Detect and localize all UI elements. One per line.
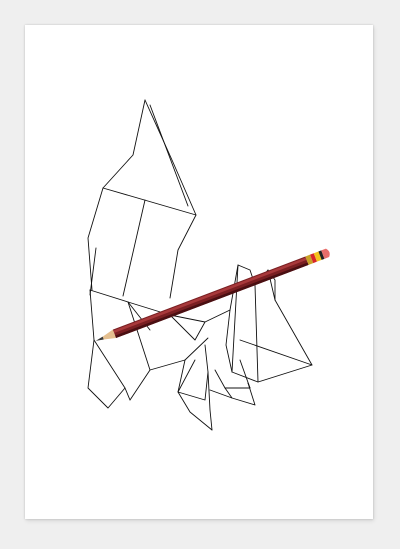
- pencil-ferrule-band: [318, 250, 325, 260]
- pencil-sharpened-wood: [97, 329, 116, 341]
- pencil-ferrule-red: [310, 253, 317, 264]
- pencil-highlight: [113, 257, 307, 334]
- squirrel-tail: [87, 99, 197, 299]
- origami-squirrel: [87, 99, 313, 431]
- pencil-lead-tip: [95, 336, 104, 341]
- squirrel-front-legs: [209, 359, 256, 406]
- paper-sheet: [25, 25, 373, 519]
- pencil-eraser: [321, 248, 330, 259]
- pencil-ferrule-yellow: [313, 251, 322, 262]
- pencil-ferrule-gold: [305, 254, 314, 265]
- squirrel-hind-leg: [177, 344, 213, 431]
- pencil: [95, 248, 330, 341]
- pencil-shadow: [115, 262, 309, 339]
